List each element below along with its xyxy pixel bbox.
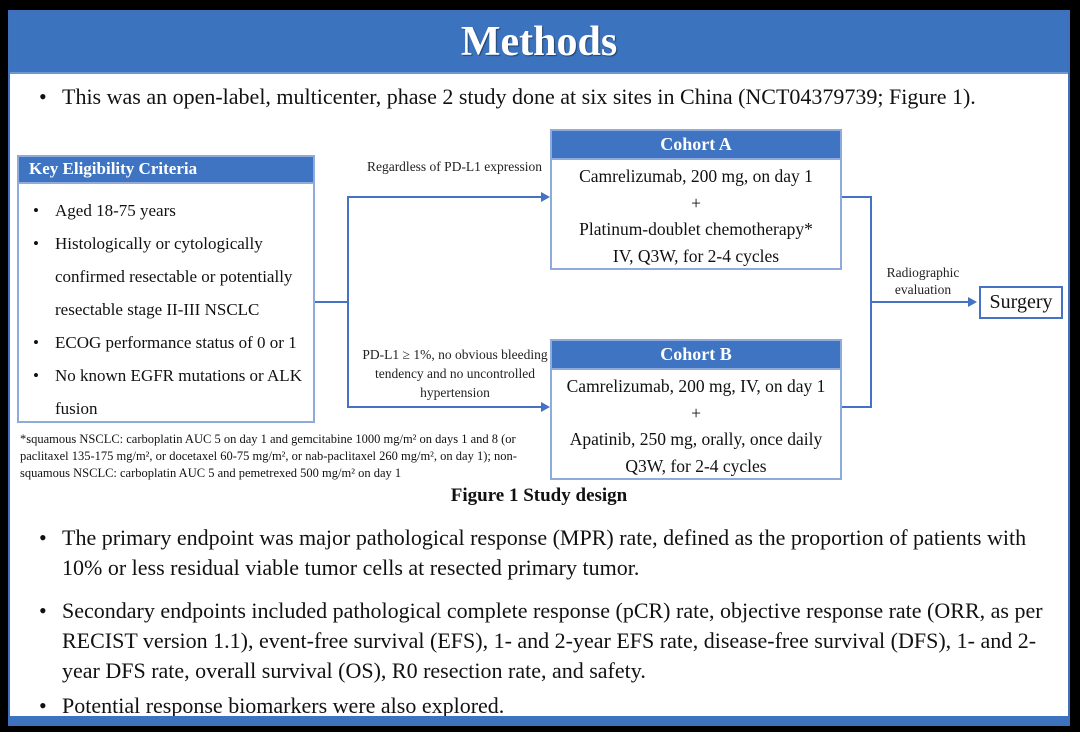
cohort-a-header: Cohort A	[552, 131, 840, 160]
bullet-icon: •	[39, 693, 47, 718]
cohort-b-box: Cohort B Camrelizumab, 200 mg, IV, on da…	[550, 339, 842, 480]
cohort-a-content: Camrelizumab, 200 mg, on day 1 + Platinu…	[552, 160, 840, 269]
cohort-a-line: Platinum-doublet chemotherapy*	[579, 219, 813, 239]
primary-endpoint-bullet: • The primary endpoint was major patholo…	[32, 523, 1062, 583]
cohort-b-line: Q3W, for 2-4 cycles	[625, 455, 767, 476]
cohort-b-line: Camrelizumab, 200 mg, IV, on day 1	[566, 376, 826, 396]
bullet-icon: •	[39, 525, 47, 550]
intro-bullet-text: This was an open-label, multicenter, pha…	[62, 84, 976, 109]
cohort-a-line: IV, Q3W, for 2-4 cycles	[612, 245, 780, 266]
arrow-right-icon	[968, 297, 977, 307]
cohort-b-content: Camrelizumab, 200 mg, IV, on day 1 + Apa…	[552, 370, 840, 479]
surgery-box: Surgery	[979, 286, 1063, 319]
bullet-icon: •	[39, 84, 47, 109]
connector-to-cohort-b	[349, 406, 543, 408]
eligibility-criteria-list: • Aged 18-75 years • Histologically or c…	[19, 184, 313, 425]
secondary-endpoints-bullet: • Secondary endpoints included pathologi…	[32, 596, 1067, 686]
bullet-icon: •	[33, 333, 39, 352]
figure-caption: Figure 1 Study design	[450, 485, 628, 506]
slide-title-bar: Methods	[10, 12, 1068, 74]
connector-cohort-b-out	[842, 406, 872, 408]
figure-footnote: *squamous NSCLC: carboplatin AUC 5 on da…	[20, 432, 517, 480]
plus-sign: +	[691, 402, 701, 423]
methods-slide: Methods • This was an open-label, multic…	[8, 10, 1070, 726]
bullet-icon: •	[33, 366, 39, 385]
cohort-b-header: Cohort B	[552, 341, 840, 370]
cohort-b-line: Apatinib, 250 mg, orally, once daily	[569, 429, 823, 449]
eligibility-item: • No known EGFR mutations or ALK fusion	[29, 359, 305, 425]
connector-cohort-a-out	[842, 196, 872, 198]
connector-eligibility-out	[315, 301, 349, 303]
pdl1-any-branch-label: Regardless of PD-L1 expression	[366, 159, 543, 174]
connector-left-vertical	[347, 196, 349, 408]
pdl1-positive-branch-label: PD-L1 ≥ 1%, no obvious bleeding tendency…	[362, 347, 548, 400]
bullet-icon: •	[39, 598, 47, 623]
page-title: Methods	[460, 19, 618, 65]
eligibility-item: • Histologically or cytologically confir…	[29, 227, 305, 326]
eligibility-criteria-header: Key Eligibility Criteria	[19, 157, 313, 184]
eligibility-item: • ECOG performance status of 0 or 1	[29, 326, 305, 359]
eligibility-criteria-box: Key Eligibility Criteria • Aged 18-75 ye…	[17, 155, 315, 423]
slide-bottom-bar	[10, 716, 1068, 724]
plus-sign: +	[691, 192, 701, 213]
cohort-a-box: Cohort A Camrelizumab, 200 mg, on day 1 …	[550, 129, 842, 270]
cohort-a-line: Camrelizumab, 200 mg, on day 1	[579, 166, 813, 186]
radiographic-evaluation-label: Radiographic evaluation	[886, 265, 960, 297]
intro-bullet: • This was an open-label, multicenter, p…	[32, 82, 1057, 111]
eligibility-item: • Aged 18-75 years	[29, 194, 305, 227]
bullet-icon: •	[33, 234, 39, 253]
arrow-right-icon	[541, 402, 550, 412]
connector-to-cohort-a	[349, 196, 543, 198]
biomarkers-bullet: • Potential response biomarkers were als…	[32, 691, 1062, 721]
bullet-icon: •	[33, 201, 39, 220]
connector-to-surgery	[870, 301, 970, 303]
arrow-right-icon	[541, 192, 550, 202]
